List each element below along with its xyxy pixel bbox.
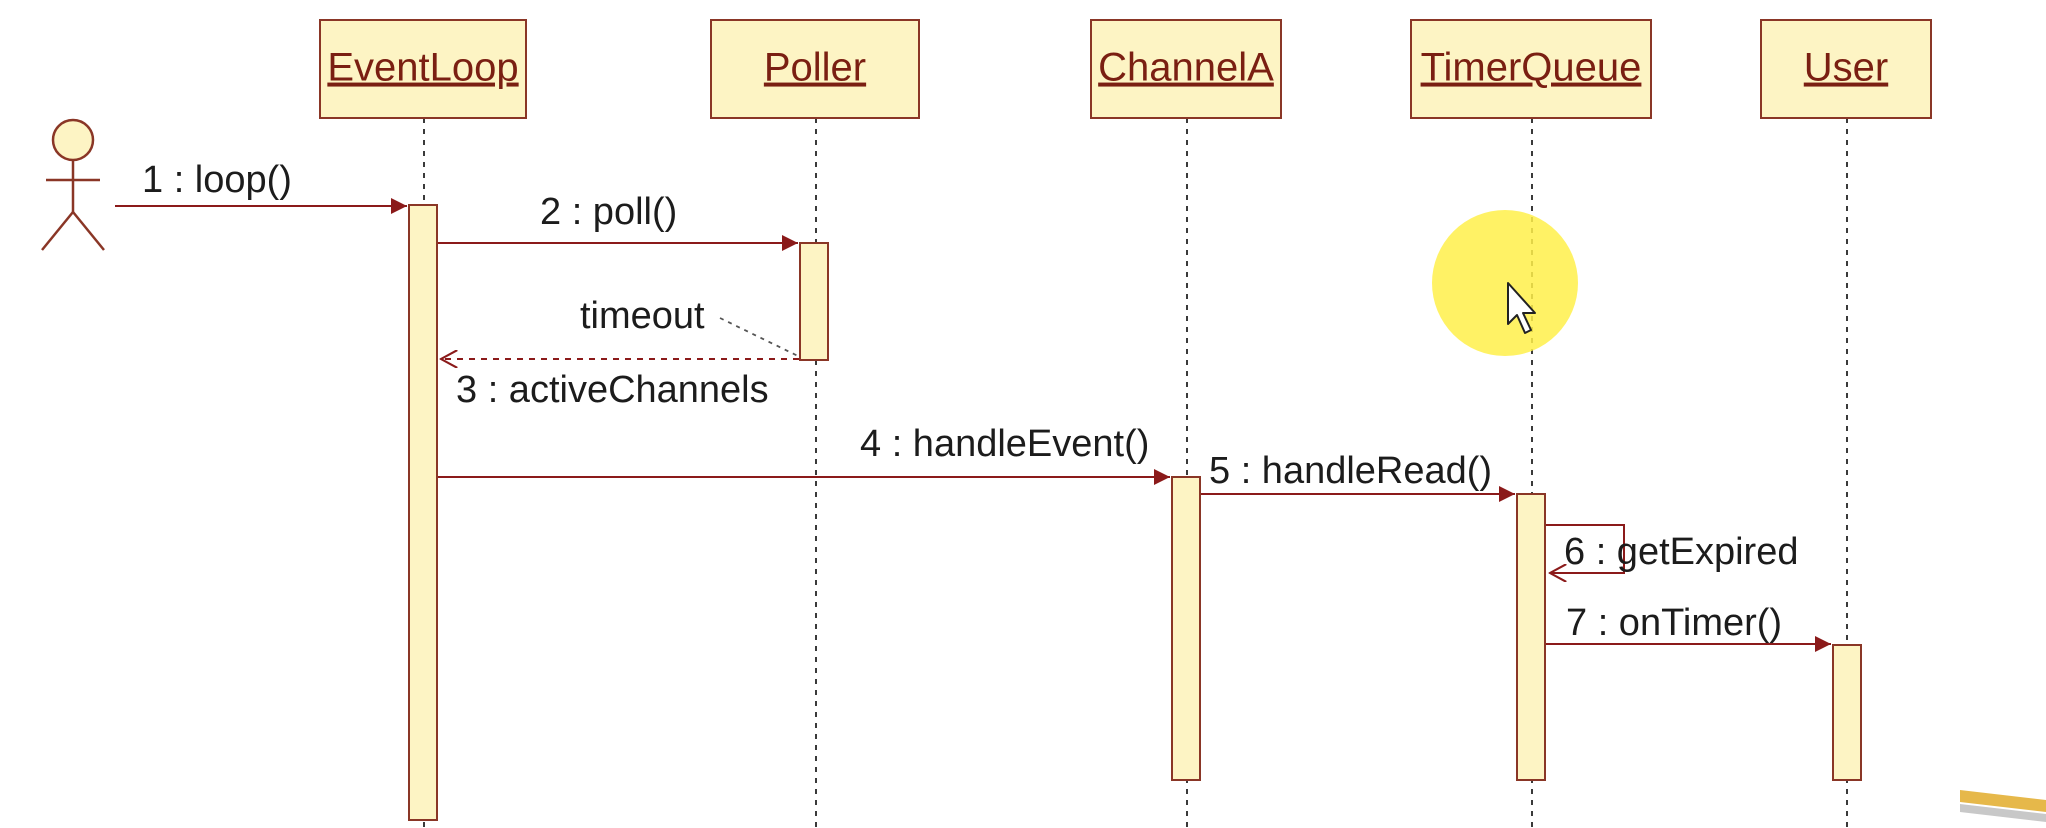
lifeline-poller-label: Poller [764,46,866,90]
message-4-label: 4 : handleEvent() [860,423,1149,465]
corner-decoration [1960,790,2046,822]
message-7-label: 7 : onTimer() [1566,602,1782,644]
lifeline-eventloop-label: EventLoop [327,46,518,90]
lifeline-user-box: User [1760,19,1932,119]
cursor-highlight [1432,210,1578,356]
lifeline-eventloop-box: EventLoop [319,19,527,119]
message-6-arrow [1546,524,1625,573]
lifeline-channela-label: ChannelA [1098,46,1274,90]
message-5-label: 5 : handleRead() [1209,450,1492,492]
activation-bars [408,204,1862,821]
message-1-label: 1 : loop() [142,159,292,201]
lifeline-poller-box: Poller [710,19,920,119]
activation-user [1832,644,1862,781]
lifeline-timerqueue-label: TimerQueue [1421,46,1642,90]
message-3-label: 3 : activeChannels [456,369,769,411]
message-2-label: 2 : poll() [540,191,677,233]
timeout-connector [719,317,801,358]
lifeline-timerqueue-box: TimerQueue [1410,19,1652,119]
timeout-note: timeout [580,295,705,337]
lifeline-user-label: User [1804,46,1888,90]
lifeline-channela-box: ChannelA [1090,19,1282,119]
message-6-label: 6 : getExpired [1564,531,1798,573]
stick-figure-actor-icon [41,118,105,251]
activation-timerqueue [1516,493,1546,781]
mouse-pointer-icon [1507,282,1536,334]
activation-channela [1171,476,1201,781]
activation-poller [799,242,829,361]
activation-eventloop [408,204,438,821]
